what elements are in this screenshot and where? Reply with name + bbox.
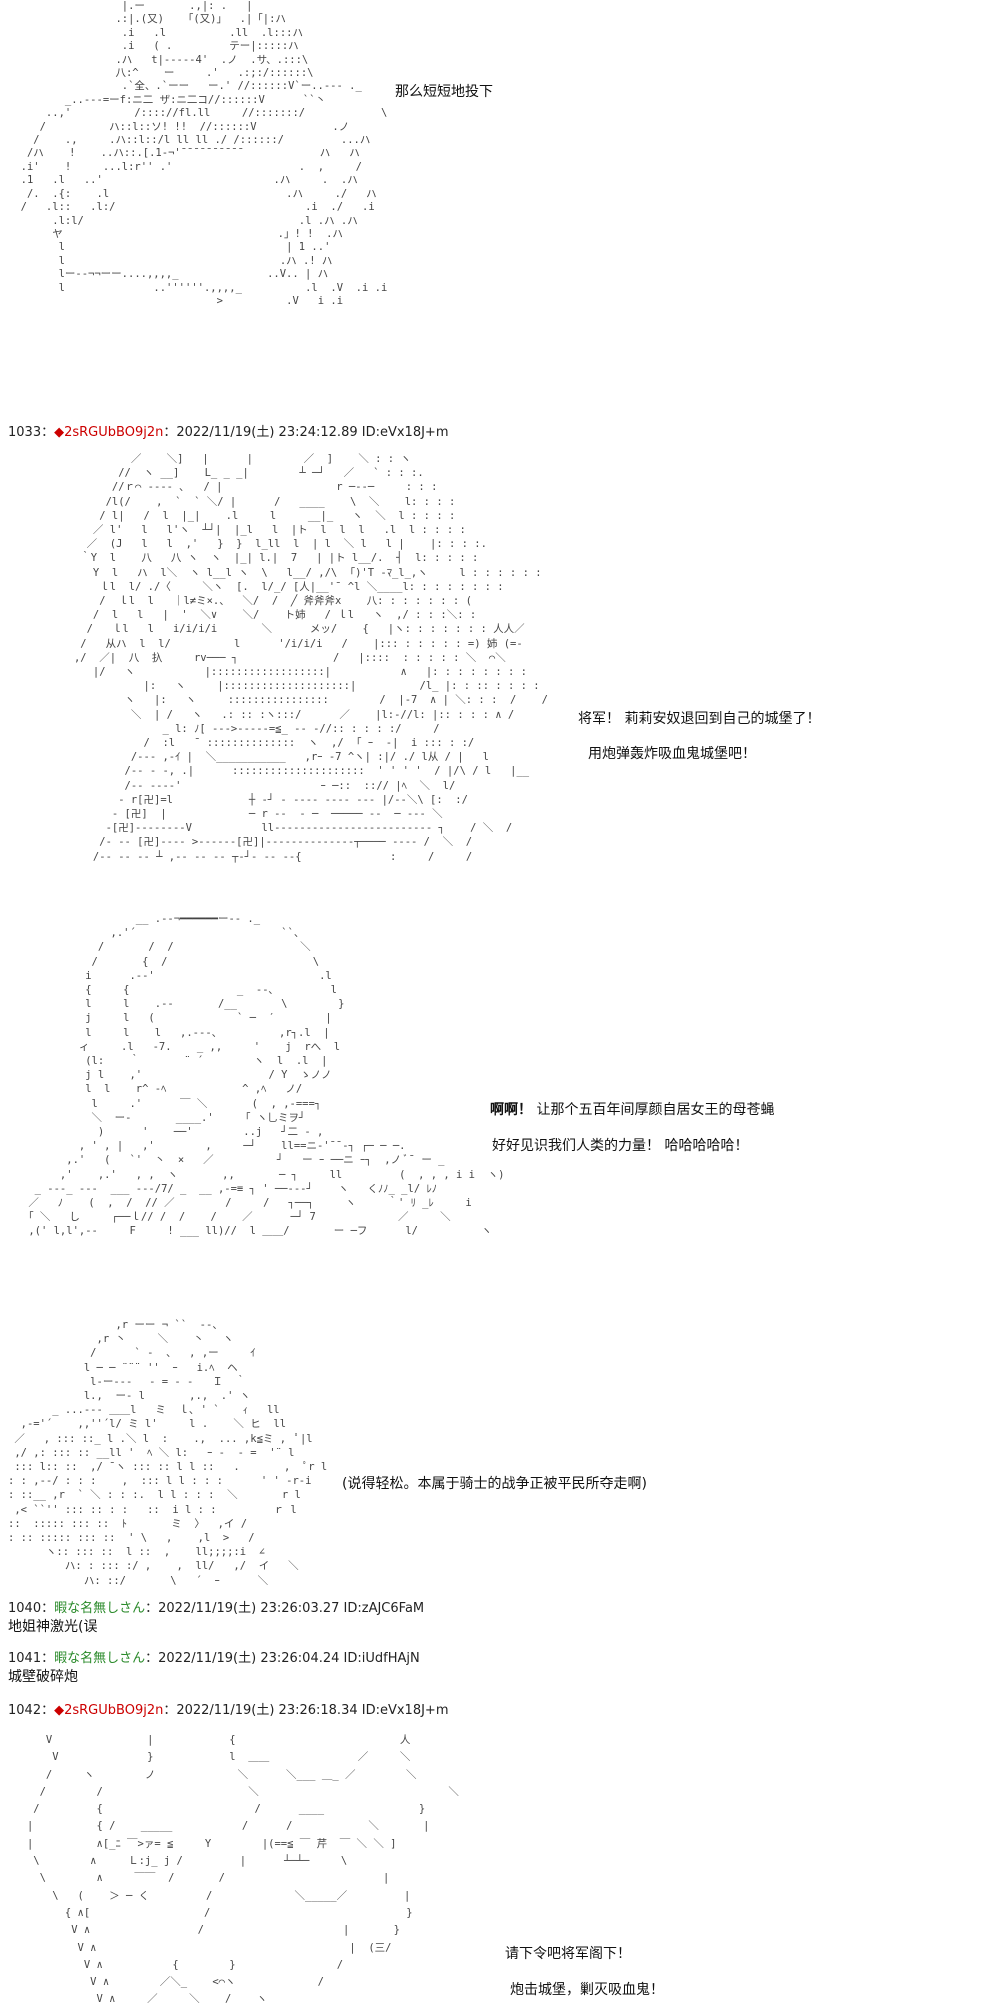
post-number[interactable]: 1042 bbox=[8, 1703, 42, 1718]
dialog-line-4: (说得轻松。本属于骑士的战争正被平民所夺走啊) bbox=[342, 1476, 647, 1492]
post-header-1042: 1042：◆2sRGUbBO9j2n：2022/11/19(土) 23:26:1… bbox=[8, 1702, 449, 1720]
post-date: ：2022/11/19(土) 23:26:18.34 bbox=[163, 1703, 358, 1718]
post-header-1041: 1041：暇な名無しさん：2022/11/19(土) 23:26:04.24 I… bbox=[8, 1650, 420, 1668]
post-date: ：2022/11/19(土) 23:26:04.24 bbox=[145, 1651, 340, 1666]
ascii-art-5: V | { 人 V } l ＿＿ ／ ＼ / ヽ ノ ＼ ＼___ ＿_ ／ ＼… bbox=[26, 1734, 459, 2006]
post-number[interactable]: 1040 bbox=[8, 1601, 42, 1616]
post-separator: ： bbox=[41, 1703, 55, 1718]
post-number[interactable]: 1041 bbox=[8, 1651, 42, 1666]
poster-id[interactable]: ID:eVx18J+m bbox=[361, 425, 449, 440]
dialog-line-3a-text: 让那个五百年间厚颜自居女王的母苍蝇 bbox=[532, 1102, 775, 1118]
post-body-1040: 地姐神激光(误 bbox=[8, 1619, 98, 1635]
post-separator: ： bbox=[41, 1651, 55, 1666]
dialog-line-3a: 啊啊！ 让那个五百年间厚颜自居女王的母苍蝇 bbox=[490, 1096, 774, 1124]
ascii-art-2: ／ ＼] | | ／ ] ＼ : : ヽ // ヽ __] L_ _ _| ┴ … bbox=[73, 453, 548, 863]
post-header-1033: 1033：◆2sRGUbBO9j2n：2022/11/19(土) 23:24:1… bbox=[8, 424, 449, 442]
poster-id[interactable]: ID:iUdfHAjN bbox=[343, 1651, 420, 1666]
dialog-line-1: 那么短短地投下 bbox=[395, 84, 493, 100]
post-separator: ： bbox=[41, 1601, 55, 1616]
post-header-1040: 1040：暇な名無しさん：2022/11/19(土) 23:26:03.27 I… bbox=[8, 1600, 424, 1618]
poster-id[interactable]: ID:zAJC6FaM bbox=[343, 1601, 425, 1616]
post-date: ：2022/11/19(土) 23:24:12.89 bbox=[163, 425, 358, 440]
post-number[interactable]: 1033 bbox=[8, 425, 42, 440]
post-date: ：2022/11/19(土) 23:26:03.27 bbox=[145, 1601, 340, 1616]
dialog-line-5a: 请下令吧将军阁下！ bbox=[505, 1946, 631, 1962]
poster-name[interactable]: 暇な名無しさん bbox=[54, 1651, 146, 1666]
dialog-line-3b: 好好见识我们人类的力量！ 哈哈哈哈哈！ bbox=[492, 1138, 749, 1154]
poster-name[interactable]: 暇な名無しさん bbox=[54, 1601, 146, 1616]
ascii-art-3: __ .-‐¬━━━━━━ー‐- ._ ,.'´ ``、 / / / ＼ / {… bbox=[28, 913, 505, 1238]
ascii-art-4: ,r ーー ¬ `` -‐、 ,r 丶 ＼ 丶 ヽ / ` ‐ 、 , ,ー ｲ… bbox=[8, 1319, 328, 1587]
poster-trip[interactable]: ◆2sRGUbBO9j2n bbox=[54, 1703, 164, 1718]
post-separator: ： bbox=[41, 425, 55, 440]
dialog-bold-exclaim: 啊啊！ bbox=[490, 1102, 532, 1118]
ascii-art-1: |.ー .,|: . | .:|.(又) 「(又)」 .|「|:ハ .i .l … bbox=[20, 0, 388, 307]
poster-trip[interactable]: ◆2sRGUbBO9j2n bbox=[54, 425, 164, 440]
poster-id[interactable]: ID:eVx18J+m bbox=[361, 1703, 449, 1718]
dialog-line-5b: 炮击城堡，剿灭吸血鬼！ bbox=[510, 1982, 664, 1998]
dialog-line-2a: 将军！ 莉莉安奴退回到自己的城堡了！ bbox=[578, 711, 821, 727]
post-body-1041: 城壁破碎炮 bbox=[8, 1669, 78, 1685]
dialog-line-2b: 用炮弹轰炸吸血鬼城堡吧！ bbox=[588, 746, 756, 762]
